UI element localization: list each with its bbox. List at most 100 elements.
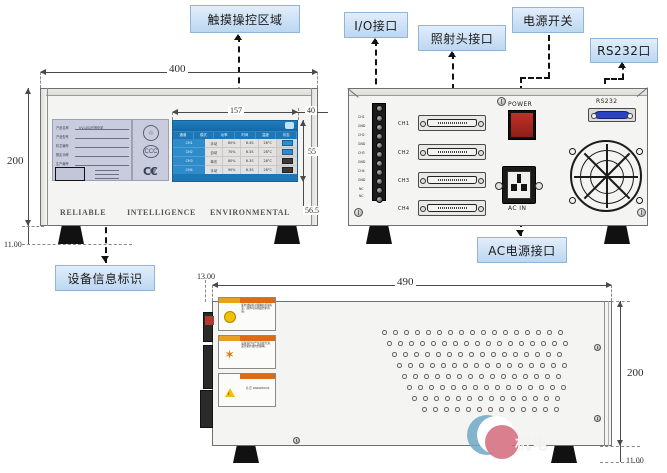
terminal-label: GND (358, 160, 366, 164)
lcd-cell-time: 6.3S (241, 148, 260, 157)
rear-foot-right (604, 226, 630, 244)
toggle-on-icon[interactable] (281, 140, 293, 146)
rs232-ear-right-icon (627, 113, 633, 119)
leader-rs232-v1 (622, 64, 624, 79)
callout-device-info[interactable]: 设备信息标识 (55, 265, 155, 291)
warning-label-2-header (219, 336, 275, 341)
warning-label-2: ✶ 设备运行时严禁直视光源，避免紫外线灼伤眼睛。 (218, 335, 276, 369)
lcd-header-row: 通道 模式 功率 时间 温度 状态 (173, 132, 297, 139)
screen-dim-width-text: 157 (228, 106, 244, 115)
lcd-cell-power: 70% (223, 148, 242, 157)
warning-label-1-header-right (240, 298, 275, 303)
lcd-cell-state[interactable] (277, 157, 297, 166)
info-rule-2 (75, 147, 129, 148)
terminal-screw[interactable] (376, 115, 383, 122)
side-ext-l (212, 285, 213, 301)
toggle-off-icon[interactable] (281, 167, 293, 173)
side-chassis (212, 301, 612, 446)
dsub-pins-icon (437, 179, 467, 181)
terminal-screw-top[interactable] (376, 105, 383, 112)
head-port-ch4[interactable] (418, 200, 486, 216)
lcd-col-power: 功率 (214, 132, 236, 139)
head-port-ch2[interactable] (418, 144, 486, 160)
terminal-screw[interactable] (376, 178, 383, 185)
terminal-screw-bottom[interactable] (376, 196, 383, 203)
callout-io-port[interactable]: I/O接口 (344, 12, 408, 38)
terminal-screw[interactable] (376, 160, 383, 167)
terminal-screw[interactable] (376, 124, 383, 131)
lcd-table-body: CH1 手动 60% 6.4S 28°C CH2 自动 70% 6.3S 28°… (173, 139, 297, 175)
ac-pin-right-icon (521, 183, 528, 191)
lcd-row[interactable]: CH1 手动 60% 6.4S 28°C (173, 139, 297, 148)
front-dim-width-tick-left (40, 69, 46, 75)
callout-ac-port[interactable]: AC电源接口 (477, 237, 567, 263)
power-rocker-icon (511, 113, 533, 137)
warning-label-3-header-right (240, 374, 275, 379)
screen-dim-offset-text: 40 (305, 106, 317, 115)
terminal-label: GND (358, 124, 366, 128)
toggle-off-icon[interactable] (281, 158, 293, 164)
lcd-screen[interactable]: 通道 模式 功率 时间 温度 状态 CH1 手动 60% 6.4S 28°C C… (172, 120, 298, 182)
ac-power-inlet[interactable] (495, 166, 543, 204)
info-barcode (55, 167, 85, 181)
rs232-port[interactable] (588, 108, 636, 122)
callout-touch-area[interactable]: 触摸操控区域 (190, 5, 300, 33)
callout-rs232-port[interactable]: RS232口 (590, 38, 658, 63)
leader-io-arrow (371, 38, 379, 44)
lcd-col-mode: 模式 (194, 132, 215, 139)
info-field-value-0: UV-LED光固化机 (79, 126, 104, 130)
terminal-label: GND (358, 142, 366, 146)
leader-head-port (452, 53, 454, 121)
lcd-row[interactable]: CH3 单次 80% 6.3S 28°C (173, 157, 297, 166)
terminal-screw[interactable] (376, 133, 383, 140)
toggle-on-icon[interactable] (281, 149, 293, 155)
callout-head-port-label: 照射头接口 (430, 31, 494, 46)
lcd-col-state: 状态 (276, 132, 297, 139)
leader-io-port (375, 40, 377, 94)
callout-rs232-port-label: RS232口 (597, 44, 651, 58)
rear-chassis-top-rail (349, 89, 647, 96)
side-dim-length-tick-r (606, 282, 612, 288)
head-port-ch3[interactable] (418, 172, 486, 188)
front-dim-foot-line (28, 226, 29, 244)
warning-label-1-body: 紫外线辐射对眼睛和皮肤有害，操作时请佩戴防护用品。 (219, 303, 275, 330)
watermark-logo: 机电 (467, 413, 597, 468)
warning-label-1-header-left (219, 298, 241, 303)
warning-label-2-text: 设备运行时严禁直视光源，避免紫外线灼伤眼睛。 (241, 342, 273, 349)
side-ext-top (600, 301, 630, 302)
dsub-ear-left-icon (420, 178, 426, 184)
leader-power-h (520, 77, 550, 79)
lcd-row[interactable]: CH4 手动 90% 6.3S 28°C (173, 166, 297, 175)
terminal-screw[interactable] (376, 142, 383, 149)
terminal-screw[interactable] (376, 169, 383, 176)
screen-dim-bottom-text: 56.5 (303, 206, 321, 215)
lcd-row[interactable]: CH2 自动 70% 6.3S 28°C (173, 148, 297, 157)
side-foot-left (233, 446, 259, 463)
lcd-cell-time: 6.4S (241, 139, 260, 148)
rear-screw-top-center (497, 97, 506, 106)
callout-device-info-label: 设备信息标识 (67, 271, 143, 286)
leader-ac-arrow (516, 230, 524, 236)
power-switch[interactable] (508, 110, 536, 140)
lcd-cell-state[interactable] (277, 139, 297, 148)
port-label-ch4: CH4 (398, 206, 410, 212)
warning-label-3-text: 高 压 DANGEROUS (245, 387, 270, 390)
callout-io-port-label: I/O接口 (354, 18, 398, 33)
callout-power-switch[interactable]: 电源开关 (512, 7, 584, 33)
lcd-cell-state[interactable] (277, 148, 297, 157)
front-chassis-left-rail (41, 89, 46, 225)
callout-head-port[interactable]: 照射头接口 (418, 25, 506, 51)
side-screw-bottom (293, 437, 300, 444)
front-ext-foot-bot (22, 244, 132, 245)
leader-rs232-arrow (618, 62, 626, 68)
side-rear-bezel-line2 (608, 301, 609, 446)
front-dim-foot-text: 11.00 (2, 240, 24, 249)
lcd-col-temp: 温度 (256, 132, 277, 139)
front-ext-foot-top (22, 226, 44, 227)
watermark-red-shape (485, 425, 519, 459)
terminal-screw[interactable] (376, 151, 383, 158)
lcd-logo-icon (285, 122, 294, 129)
terminal-screw[interactable] (376, 187, 383, 194)
head-port-ch1[interactable] (418, 115, 486, 131)
lcd-titlebar (173, 121, 297, 131)
